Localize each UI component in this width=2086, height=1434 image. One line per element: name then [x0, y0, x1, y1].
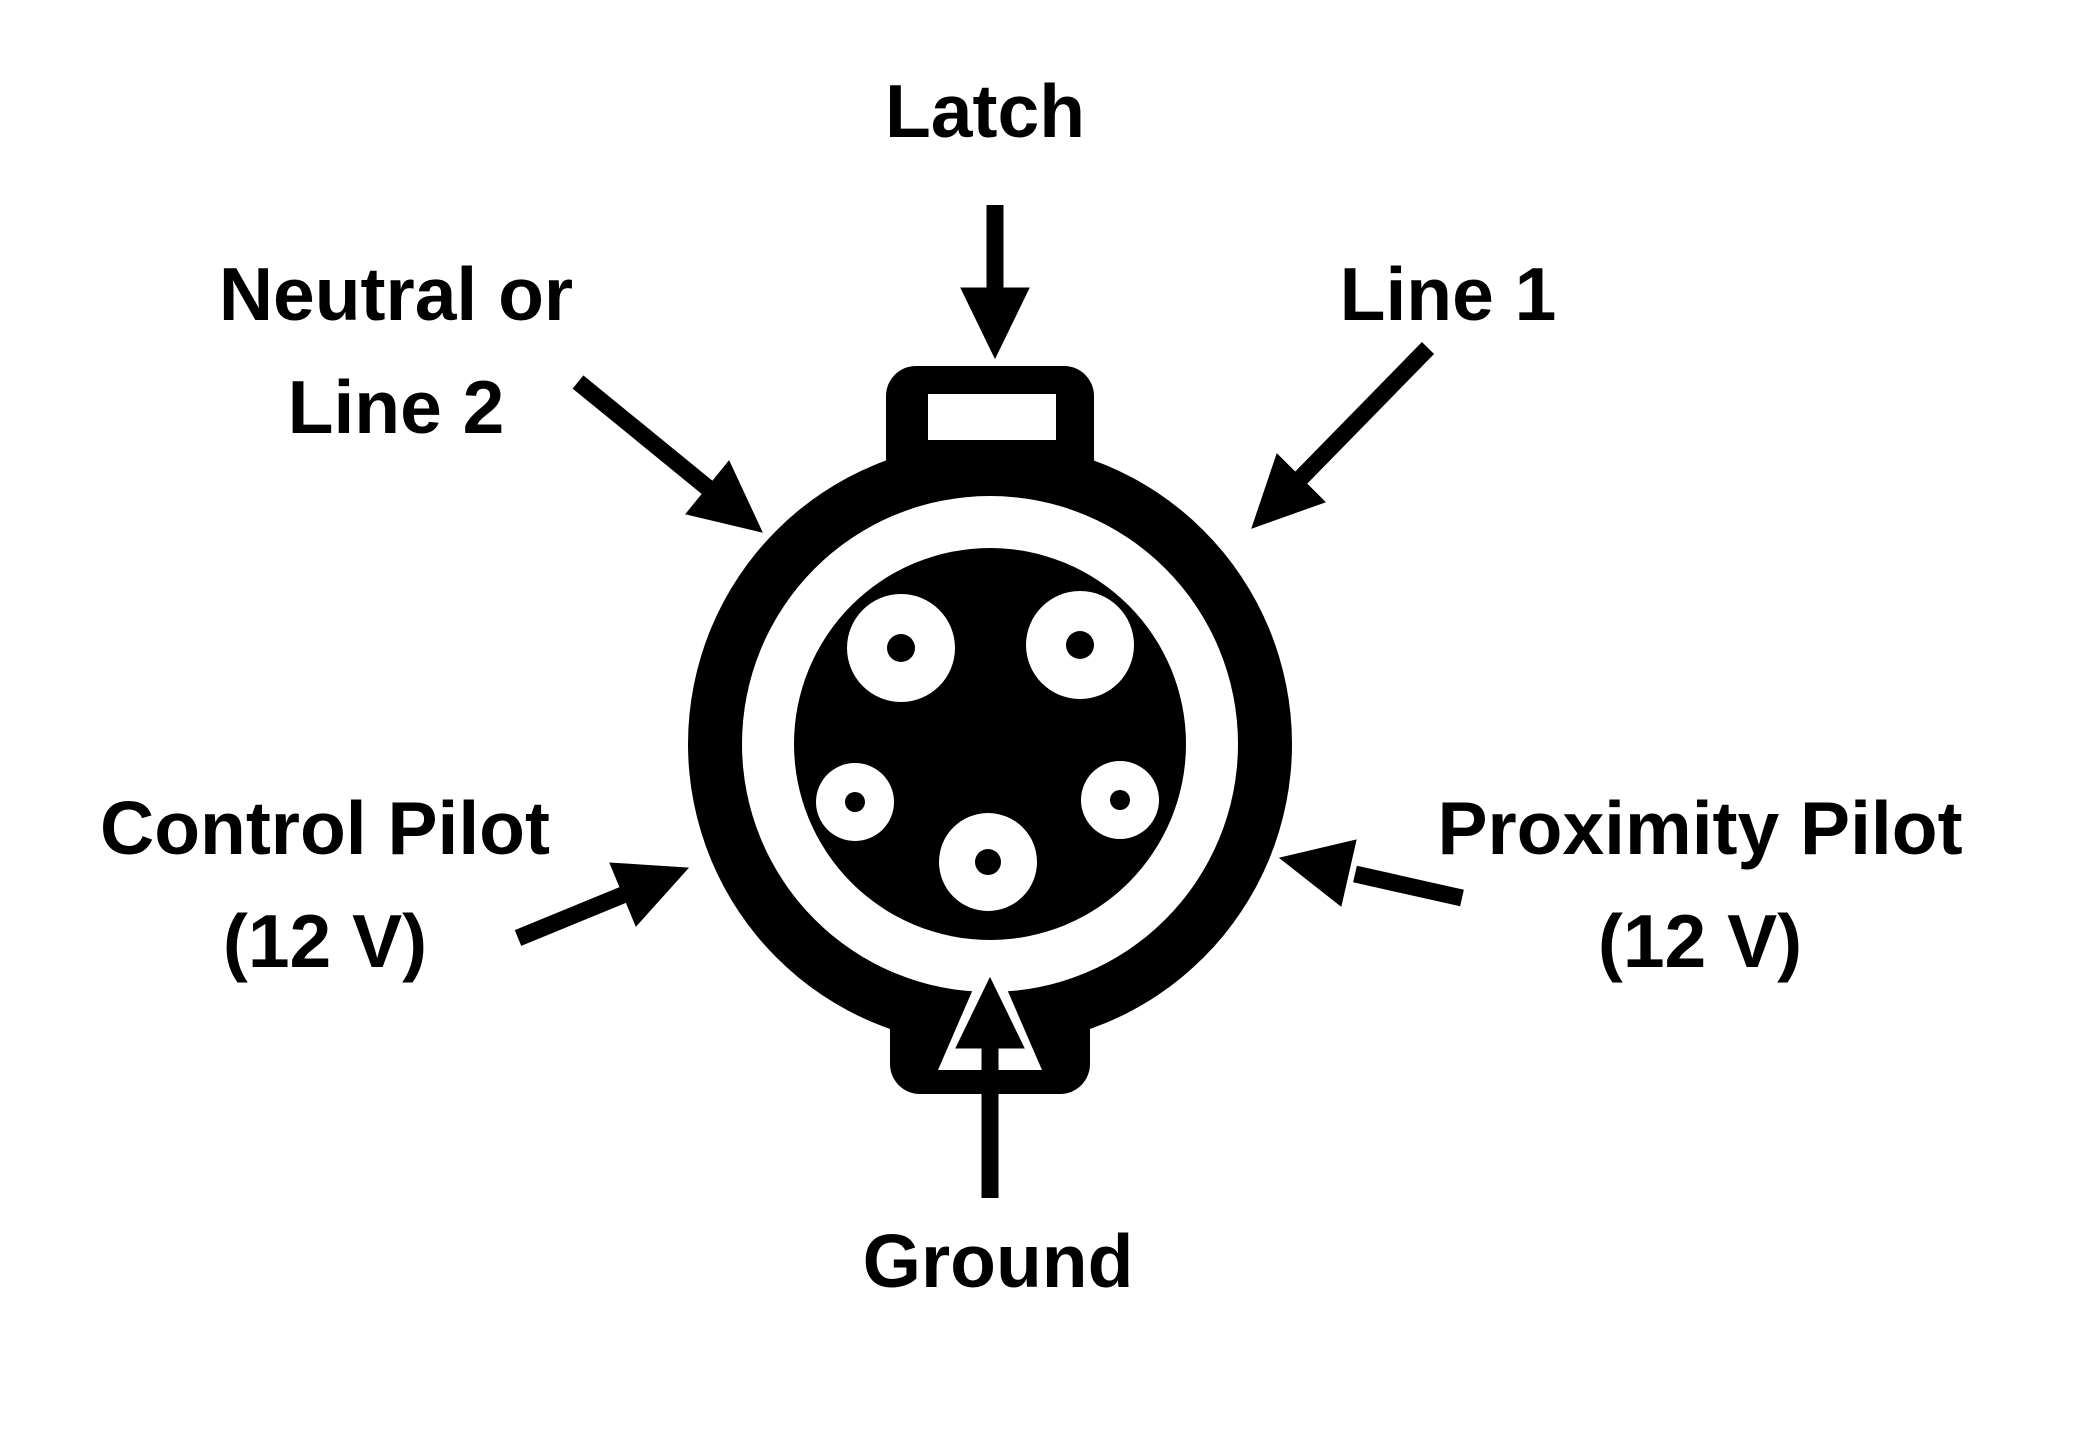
arrow-line1 — [1251, 342, 1435, 529]
label-control-pilot-text-2: (12 V) — [222, 898, 428, 983]
label-proximity-pilot-text-2: (12 V) — [1597, 898, 1803, 983]
label-control-pilot-text-1: Control Pilot — [100, 786, 550, 870]
arrow-ground — [955, 976, 1025, 1198]
arrow-proximity-pilot — [1278, 839, 1464, 907]
label-line1: Line 1 — [1340, 238, 1557, 351]
label-line1-text: Line 1 — [1339, 252, 1557, 336]
label-proximity-pilot: Proximity Pilot (12 V) — [1437, 772, 1962, 997]
label-ground-text: Ground — [862, 1219, 1134, 1303]
pin-proximity-pilot — [1081, 761, 1159, 839]
pin-neutral-line2 — [847, 594, 955, 702]
label-neutral-line2: Neutral or Line 2 — [219, 238, 573, 463]
label-proximity-pilot-text-1: Proximity Pilot — [1437, 786, 1963, 870]
arrow-latch — [960, 205, 1030, 360]
pin-ground — [939, 813, 1037, 911]
label-latch: Latch — [885, 55, 1085, 168]
pin-control-pilot — [816, 763, 894, 841]
label-latch-text: Latch — [884, 69, 1086, 153]
label-neutral-line2-text-1: Neutral or — [218, 252, 574, 336]
pin-line1 — [1026, 591, 1134, 699]
label-control-pilot: Control Pilot (12 V) — [100, 772, 550, 997]
arrow-neutral-line2 — [572, 375, 763, 533]
label-neutral-line2-text-2: Line 2 — [287, 364, 505, 449]
label-ground: Ground — [863, 1205, 1134, 1318]
arrow-control-pilot — [514, 862, 690, 946]
